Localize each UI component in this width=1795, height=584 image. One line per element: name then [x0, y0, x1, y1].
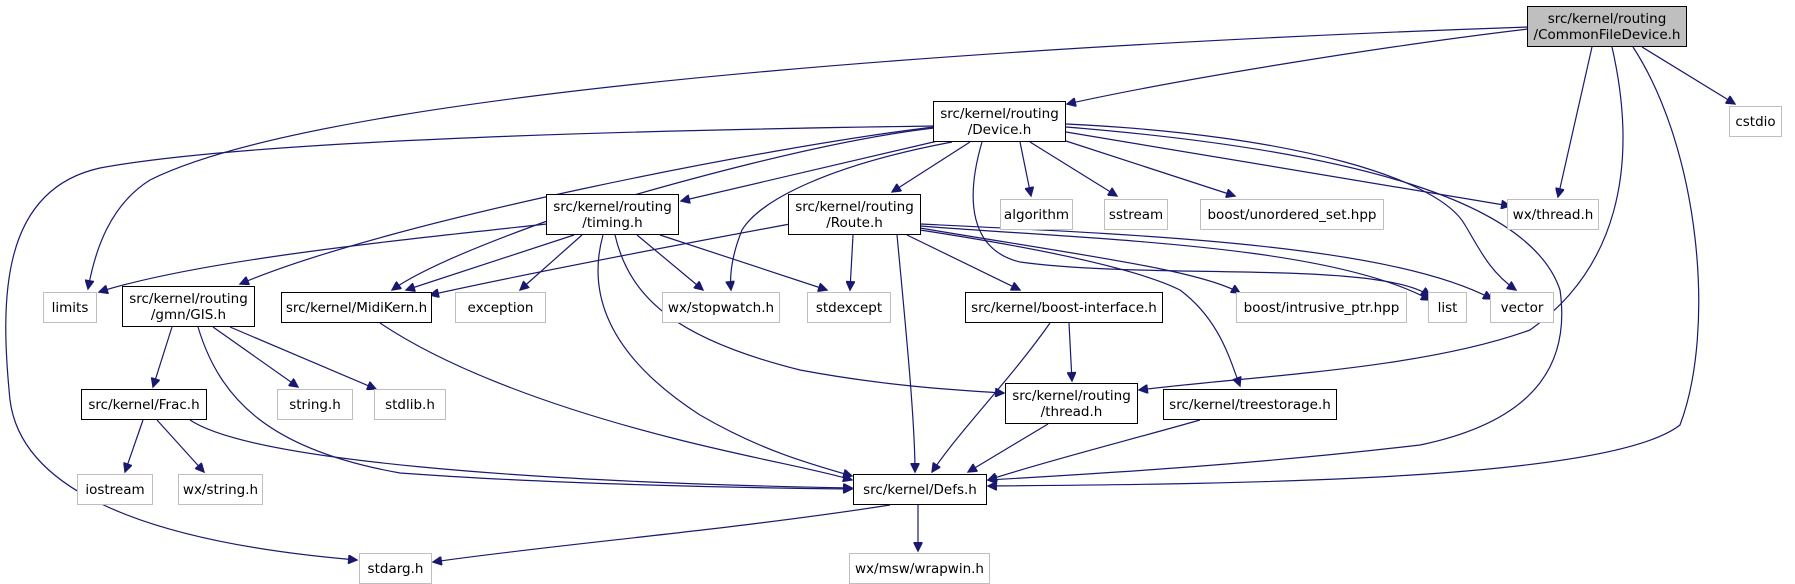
edge-midikern-to-defs: [379, 322, 852, 480]
edge-gis-to-stdlib: [229, 326, 376, 389]
edge-route-to-vector: [919, 223, 1492, 299]
edge-gis-to-frac: [153, 326, 173, 387]
node-stdlib-h: stdlib.h: [374, 389, 446, 420]
edge-device-to-timing: [681, 139, 943, 201]
node-common-file-device-h: src/kernel/routing /CommonFileDevice.h: [1527, 6, 1687, 47]
node-list: list: [1428, 292, 1467, 323]
node-wx-thread-h: wx/thread.h: [1507, 199, 1599, 230]
edge-timing-to-exception: [520, 234, 583, 290]
edge-timing-to-limits: [99, 223, 548, 292]
edge-route-to-defs: [896, 234, 915, 472]
edge-route-to-stdexcept: [850, 234, 853, 290]
node-gis-h[interactable]: src/kernel/routing /gmn/GIS.h: [122, 286, 255, 327]
node-treestorage-h[interactable]: src/kernel/treestorage.h: [1163, 389, 1337, 420]
edge-device-to-wxthread: [1065, 131, 1510, 206]
edge-device-to-gis: [240, 126, 935, 284]
edge-route-to-midikern: [430, 223, 791, 295]
edge-route-to-list: [919, 225, 1430, 300]
edge-timing-to-rthread: [614, 234, 1004, 393]
edge-defs-to-stdarg: [433, 504, 891, 562]
node-stdexcept: stdexcept: [807, 292, 891, 323]
edge-device-to-vector: [1065, 123, 1516, 290]
edge-device-to-sstream: [1029, 141, 1117, 196]
edge-device-to-route: [892, 141, 971, 192]
edge-rthread-to-defs: [968, 423, 1049, 472]
edge-device-to-unordered: [1065, 140, 1235, 196]
edge-common-to-wxthread: [1558, 46, 1593, 197]
edge-common-to-device: [1067, 28, 1529, 104]
node-stdarg-h: stdarg.h: [359, 553, 432, 584]
edge-common-to-defs: [988, 46, 1700, 486]
edge-common-to-rthread: [1139, 46, 1624, 390]
node-cstdio: cstdio: [1729, 106, 1782, 137]
edge-frac-to-iostream: [125, 419, 144, 472]
node-boost-intrusive-ptr-hpp: boost/intrusive_ptr.hpp: [1236, 292, 1407, 323]
edge-device-to-stopwatch: [731, 141, 953, 290]
edge-device-to-defs: [988, 126, 1563, 480]
node-vector: vector: [1490, 292, 1554, 323]
edge-timing-to-stdexcept: [659, 234, 827, 290]
edge-route-to-boostif: [906, 234, 1020, 290]
node-wx-string-h: wx/string.h: [178, 474, 263, 505]
edge-frac-to-defs: [189, 419, 852, 488]
node-limits: limits: [43, 292, 97, 323]
node-device-h[interactable]: src/kernel/routing /Device.h: [933, 101, 1066, 142]
edge-frac-to-wxstring: [156, 419, 204, 472]
node-string-h: string.h: [277, 389, 353, 420]
node-sstream: sstream: [1104, 199, 1168, 230]
node-timing-h[interactable]: src/kernel/routing /timing.h: [546, 194, 679, 235]
edge-device-to-list: [972, 141, 1430, 296]
edge-route-to-treestorage: [919, 229, 1240, 386]
node-midikern-h[interactable]: src/kernel/MidiKern.h: [281, 292, 432, 323]
edge-device-to-algorithm: [1019, 141, 1031, 196]
node-boost-unordered-set-hpp: boost/unordered_set.hpp: [1200, 199, 1384, 230]
edge-route-to-intrusive: [919, 227, 1240, 293]
node-wx-stopwatch-h: wx/stopwatch.h: [662, 292, 780, 323]
node-wx-msw-wrapwin-h: wx/msw/wrapwin.h: [849, 553, 990, 584]
edge-boostif-to-rthread: [1069, 322, 1072, 381]
node-route-h[interactable]: src/kernel/routing /Route.h: [788, 194, 921, 235]
edge-gis-to-stringh: [212, 326, 298, 387]
node-iostream: iostream: [77, 474, 153, 505]
edge-boostif-to-defs: [932, 322, 1051, 472]
node-boost-interface-h[interactable]: src/kernel/boost-interface.h: [965, 292, 1163, 323]
edge-timing-to-defs: [597, 234, 852, 476]
node-algorithm: algorithm: [1000, 199, 1073, 230]
edge-timing-to-stopwatch: [636, 234, 703, 290]
node-frac-h[interactable]: src/kernel/Frac.h: [81, 389, 207, 420]
node-defs-h[interactable]: src/kernel/Defs.h: [853, 474, 987, 505]
edge-common-to-cstdio: [1641, 46, 1735, 104]
edge-common-to-limits: [88, 26, 1529, 289]
edge-gis-to-defs: [197, 326, 852, 489]
node-routing-thread-h[interactable]: src/kernel/routing /thread.h: [1005, 383, 1138, 424]
edge-treestorage-to-defs: [988, 419, 1201, 480]
node-exception: exception: [455, 292, 546, 323]
edge-timing-to-midikern: [406, 234, 575, 290]
